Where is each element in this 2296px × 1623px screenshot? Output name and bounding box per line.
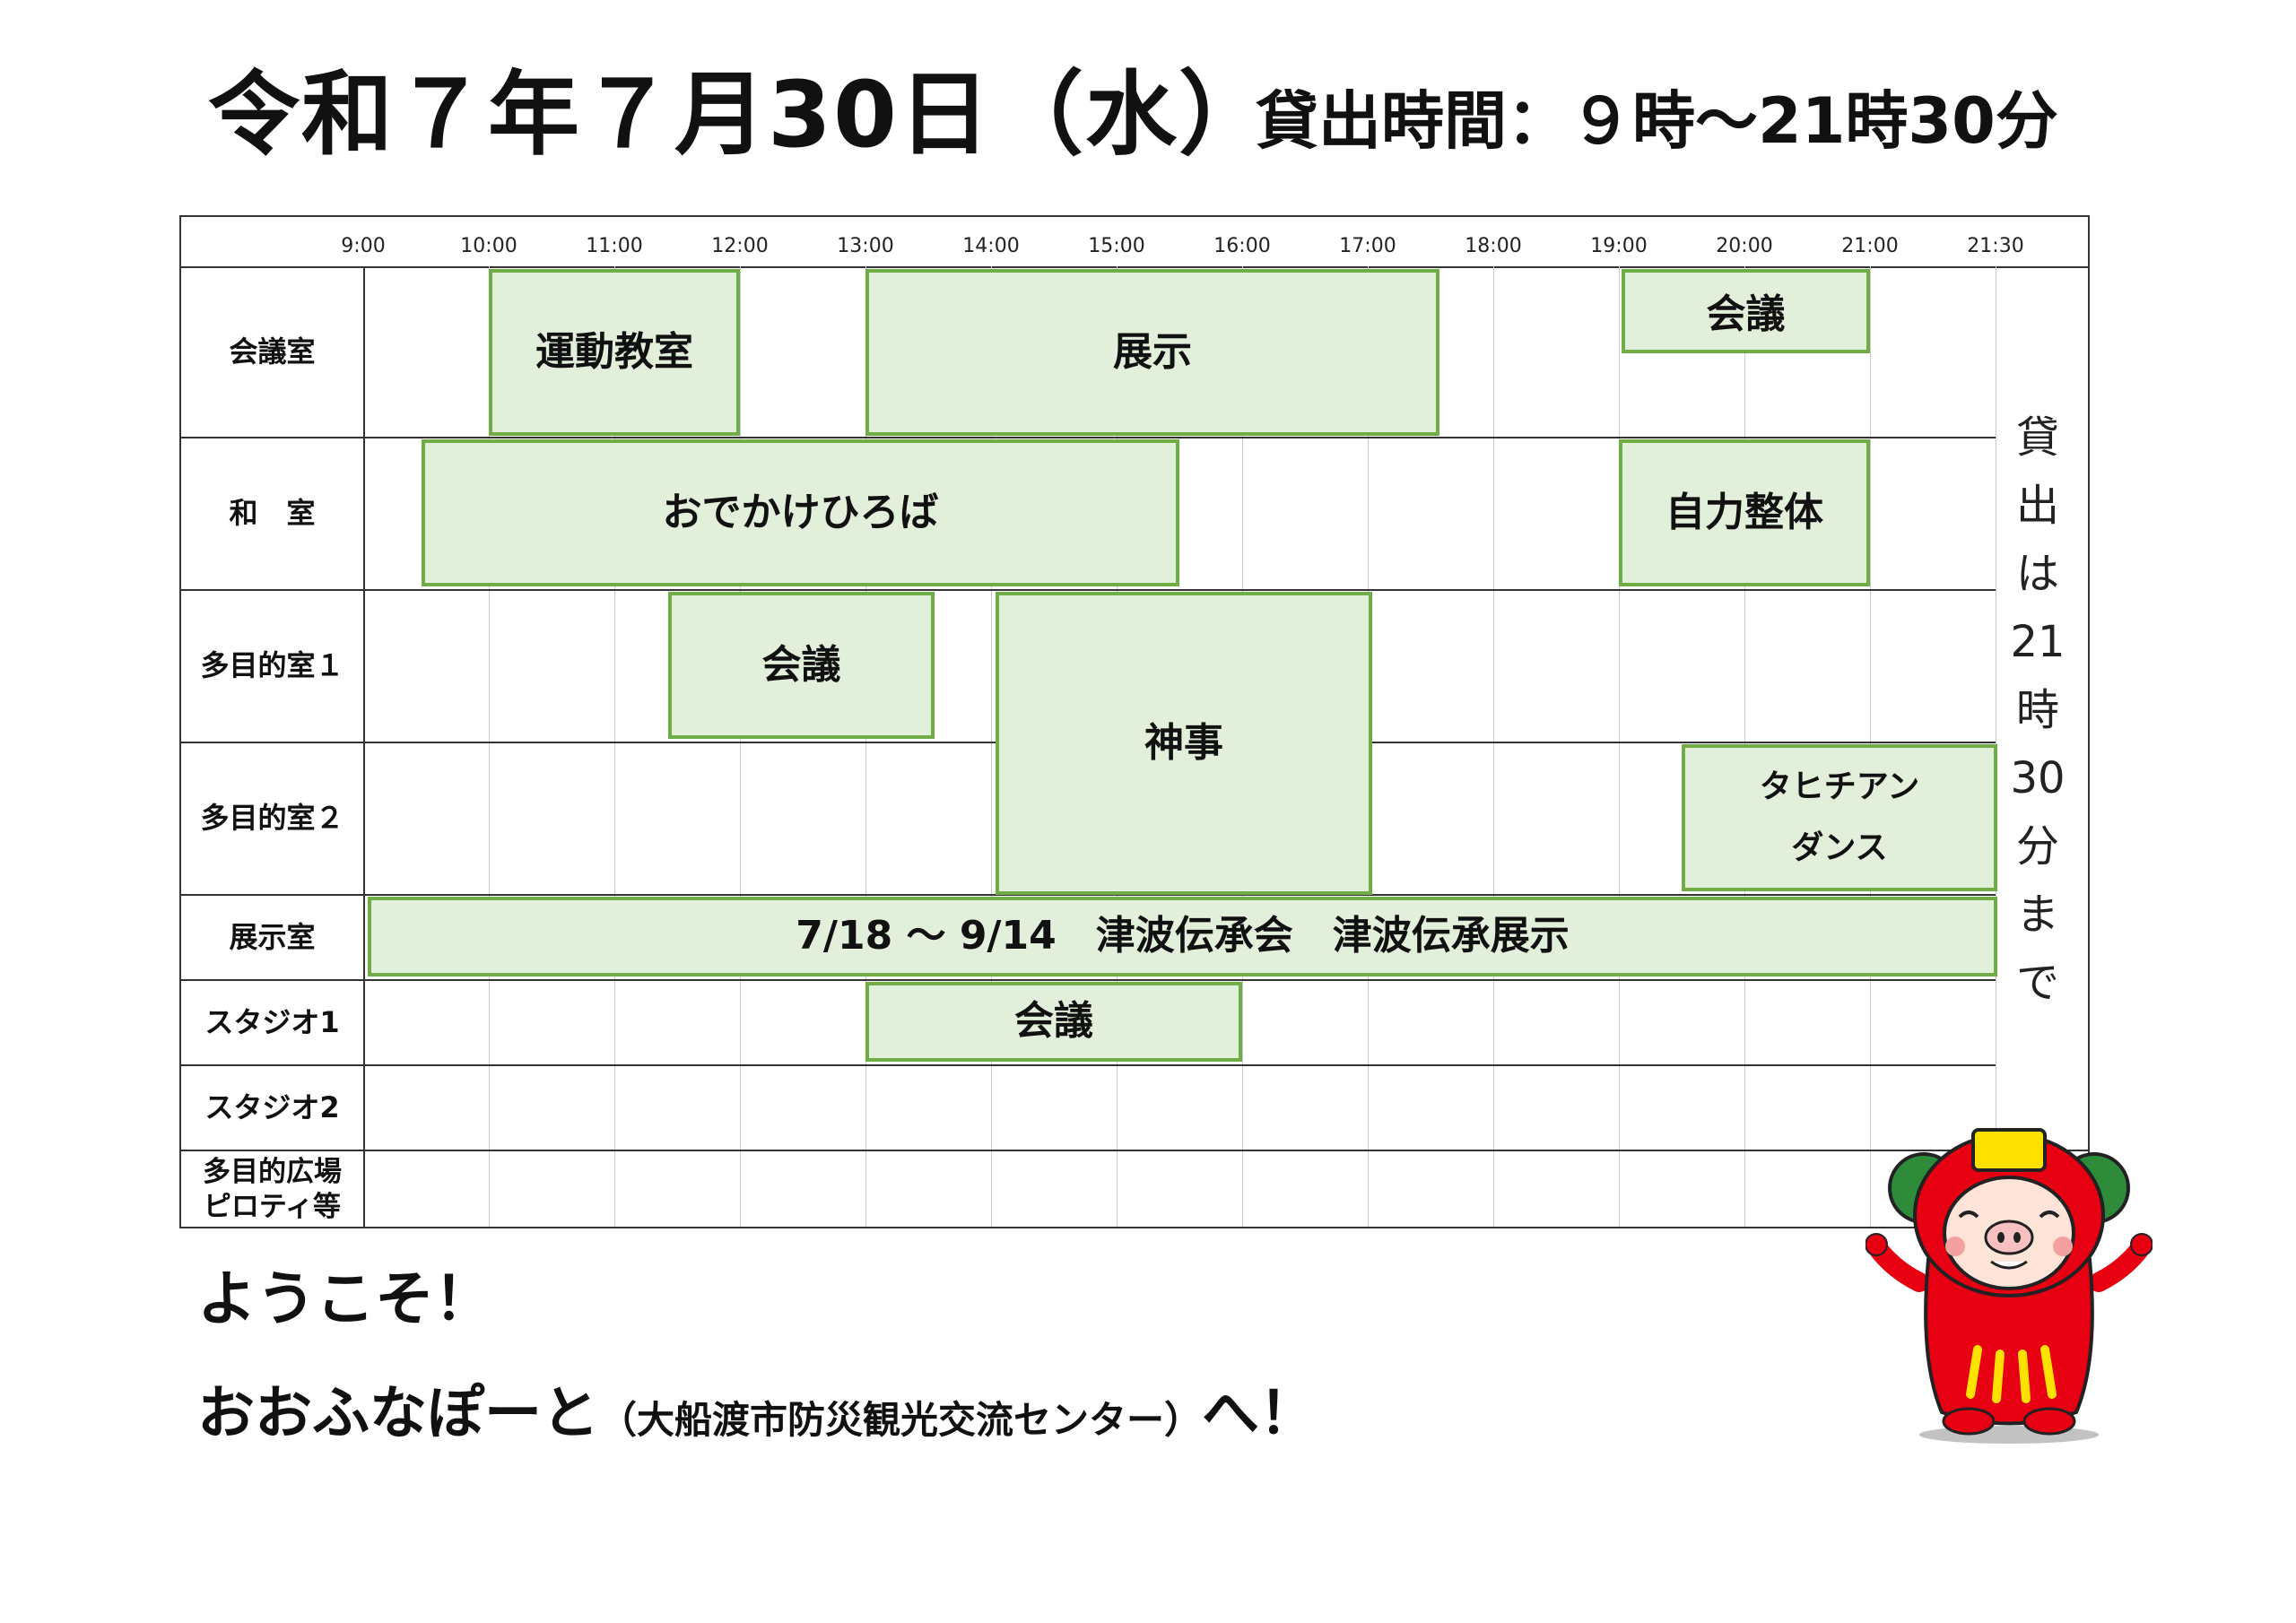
daruma-pig-mascot-icon [1866, 1128, 2152, 1444]
room-label-plaza: 多目的広場 ピロティ等 [203, 1156, 342, 1223]
booking-block: 会議 [865, 982, 1242, 1062]
booking-block: 自力整体 [1619, 439, 1870, 586]
grid-line [991, 266, 992, 1227]
rental-until-note: 貸 出 は 21 時 30 分 ま で [2009, 404, 2066, 1017]
label-column-divider [363, 266, 365, 1227]
facility-subname: （大船渡市防災観光交流センター） [599, 1398, 1203, 1442]
booking-block: 運動教室 [489, 269, 740, 436]
welcome-end: へ！ [1202, 1381, 1318, 1447]
room-label-studio-2: スタジオ2 [204, 1089, 340, 1124]
note-char: 分 [2015, 821, 2059, 872]
welcome-line-1: ようこそ！ [197, 1264, 493, 1333]
note-char: 30 [2010, 753, 2066, 803]
page-title: 令和７年７月30日（水） [208, 62, 1272, 169]
note-char: 貸 [2015, 412, 2059, 463]
grid-line [614, 266, 615, 1227]
note-char: は [2015, 549, 2059, 599]
grid-line [1493, 266, 1494, 1227]
grid-line [489, 266, 490, 1227]
row-divider [181, 589, 1996, 591]
booking-block: 展示 [865, 269, 1439, 436]
note-char: 時 [2015, 685, 2059, 735]
rental-hours: 貸出時間：９時～21時30分 [1256, 84, 2058, 158]
row-divider [181, 1150, 2088, 1151]
row-divider [181, 1064, 1996, 1066]
room-label-exhibition-room: 展示室 [229, 919, 316, 954]
time-tick: 10:00 [460, 235, 517, 257]
time-tick: 17:00 [1339, 235, 1396, 257]
room-label-meeting-room: 会議室 [229, 334, 316, 369]
time-tick: 12:00 [711, 235, 769, 257]
note-char: ま [2015, 890, 2059, 940]
row-divider [181, 979, 1996, 981]
booking-block: 7/18 ～ 9/14 津波伝承会 津波伝承展示 [368, 897, 1997, 976]
time-tick: 11:00 [586, 235, 643, 257]
grid-line [740, 266, 741, 1227]
facility-name: おおふなぽーと [197, 1381, 599, 1447]
room-label-multipurpose-1: 多目的室１ [200, 648, 344, 682]
welcome-line-2: おおふなぽーと（大船渡市防災観光交流センター）へ！ [197, 1367, 1317, 1450]
booking-block: 神事 [996, 592, 1372, 895]
time-tick: 14:00 [962, 235, 1020, 257]
time-tick: 16:00 [1213, 235, 1271, 257]
note-char: 出 [2015, 481, 2059, 531]
booking-block: タヒチアン ダンス [1682, 744, 1997, 891]
room-label-multipurpose-2: 多目的室２ [200, 801, 344, 835]
time-tick: 15:00 [1088, 235, 1145, 257]
note-char: 21 [2010, 617, 2066, 667]
room-label-studio-1: スタジオ1 [204, 1004, 340, 1039]
header-divider [181, 266, 2088, 268]
room-label-japanese-room: 和 室 [229, 496, 316, 530]
time-tick: 18:00 [1465, 235, 1522, 257]
booking-block: 会議 [668, 592, 935, 739]
note-char: で [2015, 958, 2059, 1008]
time-tick: 21:00 [1841, 235, 1899, 257]
time-tick: 20:00 [1716, 235, 1773, 257]
time-tick: 13:00 [837, 235, 894, 257]
grid-line [865, 266, 866, 1227]
grid-line [1619, 266, 1620, 1227]
booking-block: 会議 [1622, 269, 1870, 353]
row-divider [181, 894, 1996, 896]
time-tick: 9:00 [341, 235, 386, 257]
time-tick: 19:00 [1590, 235, 1648, 257]
row-divider [181, 437, 1996, 438]
time-tick: 21:30 [1967, 235, 2024, 257]
booking-block: おでかけひろば [422, 439, 1179, 586]
schedule-grid: 9:00 10:00 11:00 12:00 13:00 14:00 15:00… [179, 215, 2090, 1228]
